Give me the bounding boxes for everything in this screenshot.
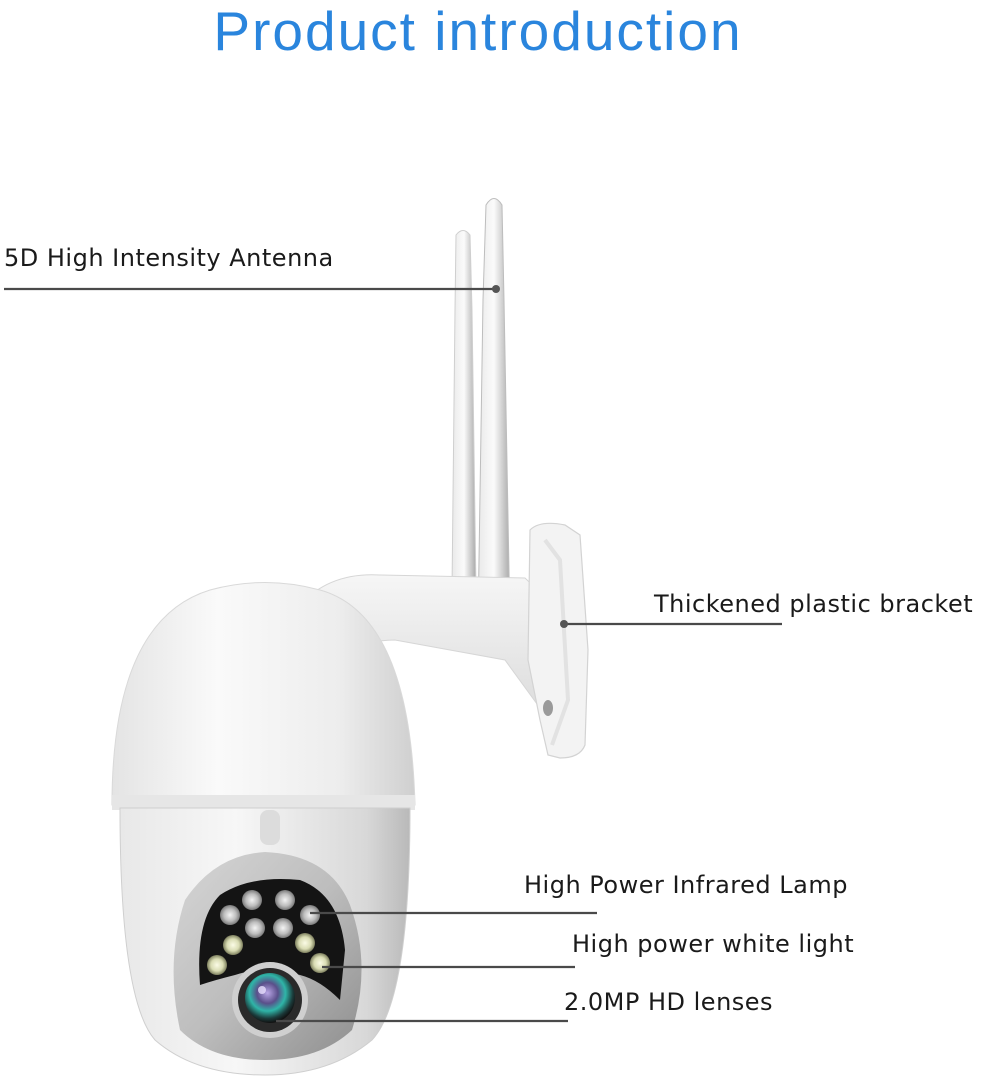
leader-antenna: [4, 285, 500, 293]
callout-lens-label: 2.0MP HD lenses: [564, 988, 774, 1016]
antenna-right: [477, 198, 511, 626]
callout-infrared-label: High Power Infrared Lamp: [524, 871, 848, 899]
white-lights: [207, 933, 330, 975]
page-title: Product introduction: [213, 0, 743, 62]
callout-antenna-label: 5D High Intensity Antenna: [4, 244, 334, 272]
lens: [232, 962, 308, 1038]
callout-bracket-label: Thickened plastic bracket: [654, 590, 974, 618]
ir-lamps: [220, 890, 320, 938]
antenna-left: [451, 230, 477, 591]
callout-white-light-label: High power white light: [572, 930, 855, 958]
leader-bracket: [560, 620, 782, 628]
